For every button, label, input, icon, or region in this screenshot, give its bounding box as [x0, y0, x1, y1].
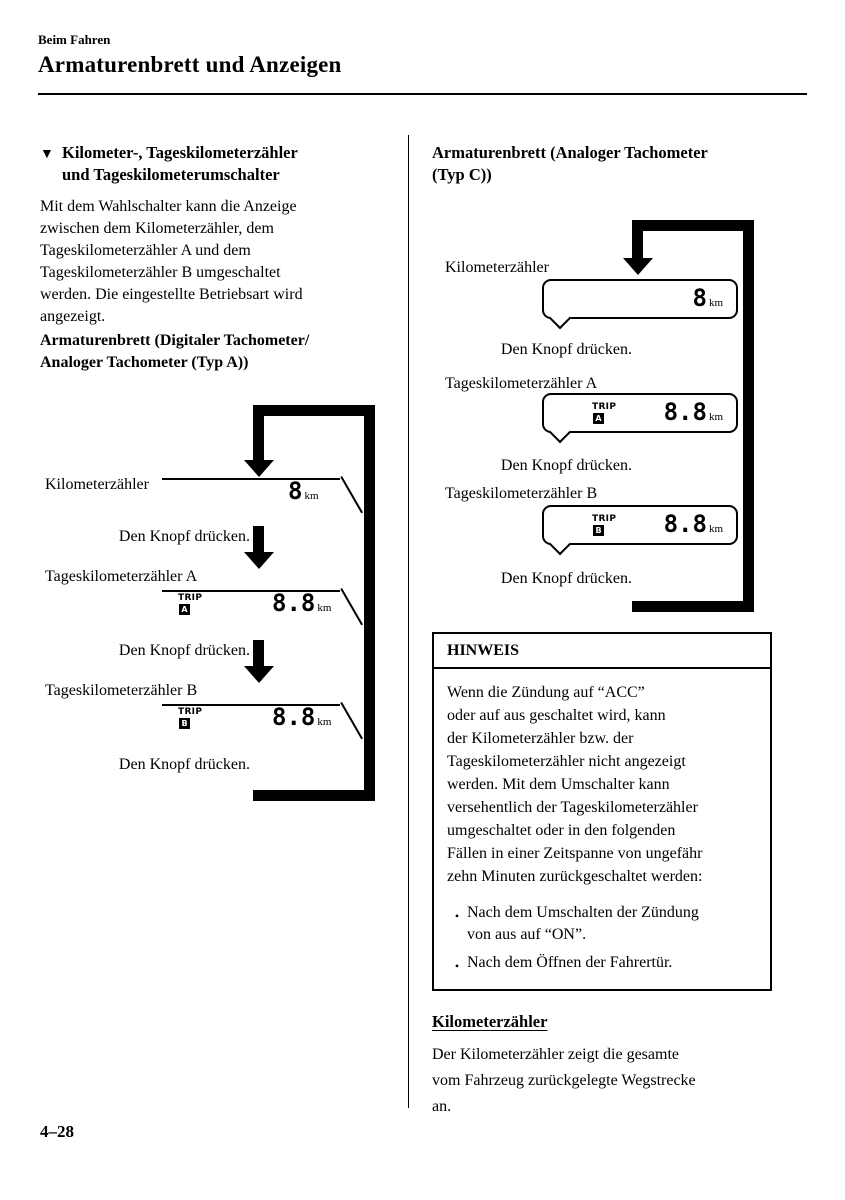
- diagram-row-label: Tageskilometerzähler A: [445, 375, 598, 392]
- diagram-row-label: Tageskilometerzähler B: [45, 682, 198, 699]
- entry-arrow-head-icon: [244, 460, 274, 477]
- display-top-line: [162, 704, 340, 706]
- section-eyebrow: Beim Fahren: [38, 32, 111, 47]
- panel-notch: [548, 306, 572, 330]
- header-rule: [38, 93, 807, 95]
- trip-letter-badge: B: [593, 525, 604, 536]
- down-arrow-head-icon: [244, 666, 274, 683]
- trip-label: TRIP: [592, 402, 617, 412]
- odometer-unit: km: [708, 523, 723, 535]
- diagram-row-label: Kilometerzähler: [445, 259, 549, 276]
- odometer-section-body: Der Kilometerzähler zeigt die gesamte vo…: [432, 1046, 696, 1115]
- diagram-row-label: Tageskilometerzähler A: [45, 568, 198, 585]
- down-arrow-stem: [253, 526, 264, 552]
- left-section-title: Kilometer-, Tageskilometerzähler und Tag…: [62, 143, 298, 184]
- left-subheading: Armaturenbrett (Digitaler Tachometer/ An…: [40, 332, 310, 371]
- trip-label: TRIP: [178, 707, 203, 717]
- trip-label: TRIP: [592, 514, 617, 524]
- odometer-display: 8 km: [692, 284, 723, 312]
- trip-label: TRIP: [178, 593, 203, 603]
- right-heading: Armaturenbrett (Analoger Tachometer (Typ…: [432, 143, 708, 184]
- display-panel: TRIP B 8.8 km: [542, 505, 738, 556]
- down-arrow-head-icon: [244, 552, 274, 569]
- trip-letter-badge: A: [179, 604, 190, 615]
- bezel-slash: [340, 476, 363, 514]
- page-number: 4–28: [40, 1122, 74, 1141]
- down-arrow-stem: [253, 640, 264, 666]
- column-divider: [408, 135, 409, 1108]
- trip-letter-badge: B: [179, 718, 190, 729]
- display-panel: 8 km: [542, 279, 738, 330]
- odometer-value: 8: [288, 477, 303, 505]
- odometer-value: 8.8: [663, 398, 707, 426]
- odometer-display: 8.8 km: [663, 398, 723, 426]
- note-header: HINWEIS: [434, 634, 770, 669]
- note-bullet-list: • Nach dem Umschalten der Zündung von au…: [434, 892, 770, 989]
- step-label: Den Knopf drücken.: [500, 570, 632, 587]
- note-box: HINWEIS Wenn die Zündung auf “ACC” oder …: [432, 632, 772, 991]
- bullet-text: Nach dem Öffnen der Fahrertür.: [467, 954, 673, 971]
- odometer-section-heading: Kilometerzähler: [432, 1012, 548, 1031]
- page-title: Armaturenbrett und Anzeigen: [38, 52, 342, 77]
- odometer-value: 8.8: [272, 703, 316, 731]
- odometer-unit: km: [304, 490, 319, 502]
- odometer-unit: km: [317, 602, 332, 614]
- odometer-value: 8.8: [663, 510, 707, 538]
- step-label: Den Knopf drücken.: [118, 756, 250, 773]
- diagram-row-label: Tageskilometerzähler B: [445, 485, 598, 502]
- cycle-arrow-right-bar: [743, 220, 754, 612]
- note-body: Wenn die Zündung auf “ACC” oder auf aus …: [447, 684, 703, 885]
- odometer-display: 8.8 km: [272, 703, 332, 731]
- odometer-display: 8.8 km: [272, 589, 332, 617]
- cycle-arrow-right-bar: [364, 405, 375, 801]
- entry-arrow-stem: [253, 405, 264, 460]
- left-section-heading: ▼ Kilometer-, Tageskilometerzähler und T…: [40, 142, 402, 186]
- display-panel: TRIP A 8.8 km: [542, 393, 738, 444]
- bullet-icon: •: [454, 909, 460, 923]
- left-diagram: Kilometerzähler 8 km Den Knopf drücken. …: [40, 400, 400, 810]
- diagram-row-label: Kilometerzähler: [45, 476, 149, 493]
- odometer-display: 8.8 km: [663, 510, 723, 538]
- section-marker-icon: ▼: [40, 147, 54, 162]
- display-top-line: [162, 478, 340, 480]
- list-item: • Nach dem Öffnen der Fahrertür.: [447, 952, 757, 977]
- cycle-arrow-bottom-bar: [632, 601, 754, 612]
- list-item: • Nach dem Umschalten der Zündung von au…: [447, 902, 757, 946]
- cycle-arrow-top-bar: [253, 405, 375, 416]
- trip-indicator: TRIP B: [178, 708, 202, 729]
- trip-letter-badge: A: [593, 413, 604, 424]
- odometer-unit: km: [317, 716, 332, 728]
- trip-indicator: TRIP B: [592, 515, 616, 536]
- panel-notch: [548, 532, 572, 556]
- entry-arrow-head-icon: [623, 258, 653, 275]
- display-top-line: [162, 590, 340, 592]
- bezel-slash: [340, 588, 363, 626]
- panel-notch: [548, 420, 572, 444]
- cycle-arrow-top-bar: [632, 220, 754, 231]
- bezel-slash: [340, 702, 363, 740]
- step-label: Den Knopf drücken.: [500, 457, 632, 474]
- odometer-value: 8.8: [272, 589, 316, 617]
- right-diagram: Kilometerzähler 8 km Den Knopf drücken. …: [432, 215, 805, 620]
- left-intro-paragraph: Mit dem Wahlschalter kann die Anzeige zw…: [40, 198, 303, 325]
- step-label: Den Knopf drücken.: [118, 642, 250, 659]
- step-label: Den Knopf drücken.: [118, 528, 250, 545]
- bullet-text: Nach dem Umschalten der Zündung von aus …: [467, 904, 699, 943]
- trip-indicator: TRIP A: [592, 403, 616, 424]
- trip-indicator: TRIP A: [178, 594, 202, 615]
- odometer-unit: km: [708, 297, 723, 309]
- odometer-value: 8: [692, 284, 707, 312]
- cycle-arrow-bottom-bar: [253, 790, 375, 801]
- odometer-display: 8 km: [288, 477, 319, 505]
- odometer-unit: km: [708, 411, 723, 423]
- bullet-icon: •: [454, 959, 460, 973]
- entry-arrow-stem: [632, 220, 643, 258]
- step-label: Den Knopf drücken.: [500, 341, 632, 358]
